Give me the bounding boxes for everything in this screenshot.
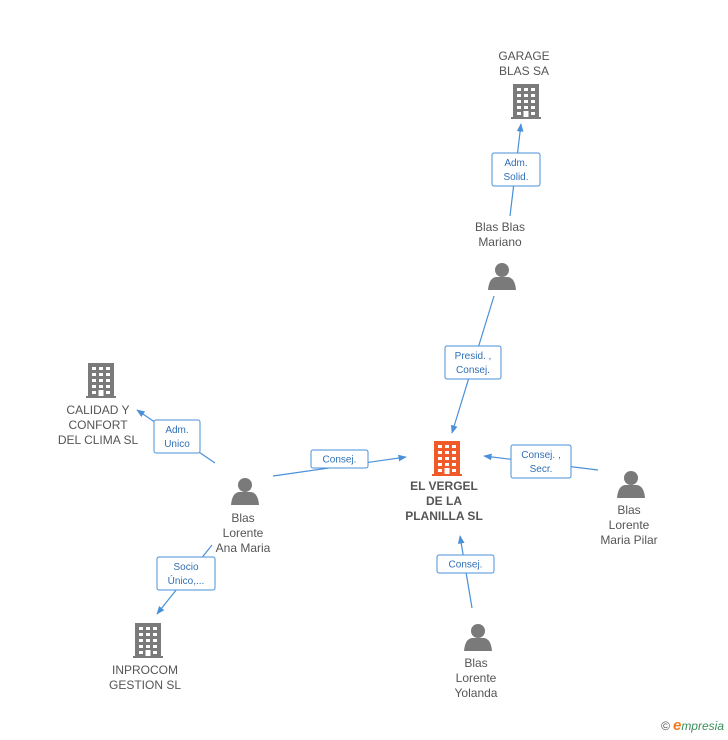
relation-label: Unico — [164, 439, 190, 450]
node-label: Blas Blas — [475, 220, 525, 234]
relation-label: Presid. , — [455, 351, 492, 362]
empresia-logo: ©empresia — [661, 717, 724, 734]
relation-label-box[interactable] — [444, 345, 502, 380]
node-label: Mariano — [478, 235, 522, 249]
building-icon — [133, 623, 163, 658]
node-label: CONFORT — [68, 418, 128, 432]
node-label: GARAGE — [498, 49, 549, 63]
node-label: Blas — [464, 656, 487, 670]
relation-label-box[interactable] — [510, 444, 572, 479]
brand-name: mpresia — [681, 719, 724, 733]
node-label: Lorente — [223, 526, 264, 540]
node-label: GESTION SL — [109, 678, 181, 692]
person-icon — [464, 624, 492, 651]
building-icon — [432, 441, 462, 476]
node-label: Maria Pilar — [600, 533, 657, 547]
relation-label-box[interactable] — [310, 449, 369, 469]
relation-edge: Adm. Solid. — [491, 123, 541, 217]
person-icon — [231, 478, 259, 505]
node-label: INPROCOM — [112, 663, 178, 677]
relation-label: Secr. — [530, 464, 553, 475]
relation-label: Solid. — [503, 172, 528, 183]
relation-label-box[interactable] — [156, 556, 216, 591]
relation-label-box[interactable] — [436, 554, 495, 574]
node-label: BLAS SA — [499, 64, 549, 78]
brand-initial: e — [672, 717, 682, 734]
node-label: Lorente — [609, 518, 650, 532]
node-label: Lorente — [456, 671, 497, 685]
node-label: CALIDAD Y — [66, 403, 129, 417]
relation-edge: Consej. — [436, 535, 495, 609]
relation-edge: Presid. , Consej. — [444, 295, 502, 434]
node-label: Blas — [231, 511, 254, 525]
building-icon — [86, 363, 116, 398]
node-label: Blas — [617, 503, 640, 517]
relation-label-box[interactable] — [491, 152, 541, 187]
node-label: PLANILLA SL — [405, 509, 483, 523]
node-label: DE LA — [426, 494, 462, 508]
copyright-symbol: © — [661, 719, 670, 733]
relation-label: Socio — [173, 562, 198, 573]
relation-edge: Adm. Unico — [136, 409, 216, 464]
relation-label: Consej. — [456, 365, 490, 376]
relation-edge: Consej. — [272, 449, 407, 477]
relation-label: Adm. — [504, 158, 527, 169]
relation-label: Consej. — [323, 455, 357, 466]
node-label: DEL CLIMA SL — [58, 433, 139, 447]
relation-label: Consej. , — [521, 450, 560, 461]
node-label: EL VERGEL — [410, 479, 478, 493]
relation-label: Consej. — [449, 560, 483, 571]
relation-label: Único,... — [168, 574, 205, 587]
person-icon — [617, 471, 645, 498]
relation-label-box[interactable] — [153, 419, 201, 454]
building-icon — [511, 84, 541, 119]
relation-label: Adm. — [165, 425, 188, 436]
person-icon — [488, 263, 516, 290]
relation-edge: Consej. , Secr. — [483, 444, 599, 479]
node-label: Yolanda — [455, 686, 498, 700]
node-label: Ana Maria — [216, 541, 271, 555]
relation-edge: SocioÚnico,... — [156, 544, 216, 615]
